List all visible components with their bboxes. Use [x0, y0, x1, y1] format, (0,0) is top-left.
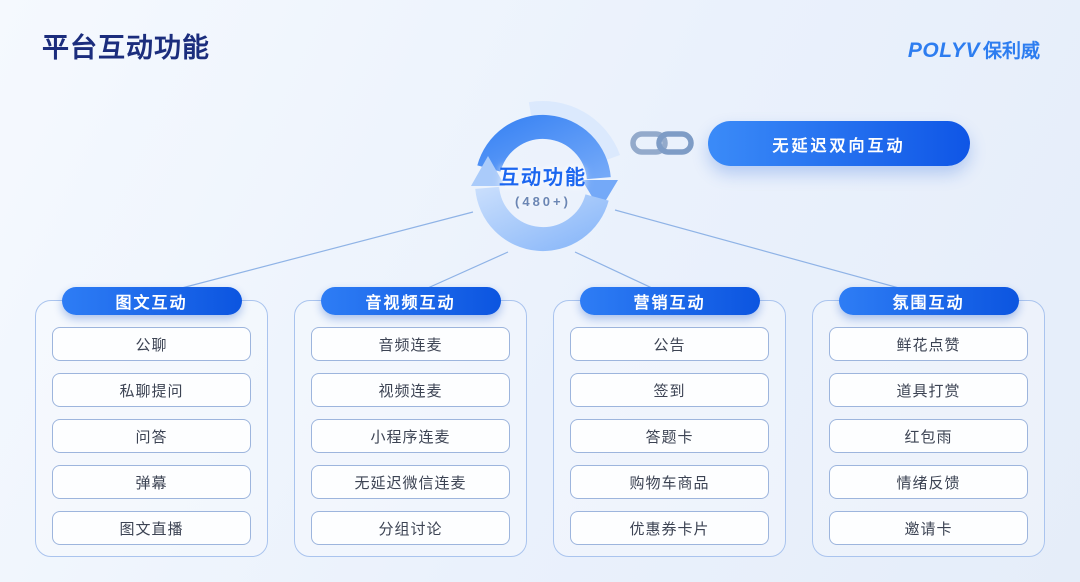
- group-header: 营销互动: [579, 287, 760, 315]
- no-delay-badge: 无延迟双向互动: [708, 121, 970, 166]
- feature-item: 音频连麦: [311, 327, 510, 361]
- group-text-interaction: 图文互动 公聊 私聊提问 问答 弹幕 图文直播: [35, 287, 268, 557]
- feature-item: 私聊提问: [52, 373, 251, 407]
- feature-item: 红包雨: [829, 419, 1028, 453]
- hub-label: 互动功能 (480+): [448, 88, 638, 278]
- group-av-interaction: 音视频互动 音频连麦 视频连麦 小程序连麦 无延迟微信连麦 分组讨论: [294, 287, 527, 557]
- circular-arrows-icon: [471, 101, 621, 252]
- feature-item: 视频连麦: [311, 373, 510, 407]
- feature-item: 图文直播: [52, 511, 251, 545]
- chain-link-icon: [630, 131, 694, 155]
- group-items: 公告 签到 答题卡 购物车商品 优惠券卡片: [570, 327, 769, 545]
- feature-item: 优惠券卡片: [570, 511, 769, 545]
- group-header: 氛围互动: [838, 287, 1019, 315]
- feature-item: 邀请卡: [829, 511, 1028, 545]
- feature-item: 答题卡: [570, 419, 769, 453]
- group-items: 音频连麦 视频连麦 小程序连麦 无延迟微信连麦 分组讨论: [311, 327, 510, 545]
- group-header: 音视频互动: [320, 287, 501, 315]
- brand-logo: POLYV 保利威: [908, 36, 1040, 63]
- feature-item: 道具打赏: [829, 373, 1028, 407]
- feature-item: 情绪反馈: [829, 465, 1028, 499]
- group-atmosphere-interaction: 氛围互动 鲜花点赞 道具打赏 红包雨 情绪反馈 邀请卡: [812, 287, 1045, 557]
- group-marketing-interaction: 营销互动 公告 签到 答题卡 购物车商品 优惠券卡片: [553, 287, 786, 557]
- feature-item: 小程序连麦: [311, 419, 510, 453]
- group-items: 公聊 私聊提问 问答 弹幕 图文直播: [52, 327, 251, 545]
- feature-item: 无延迟微信连麦: [311, 465, 510, 499]
- group-header: 图文互动: [61, 287, 242, 315]
- feature-item: 鲜花点赞: [829, 327, 1028, 361]
- feature-item: 问答: [52, 419, 251, 453]
- feature-item: 购物车商品: [570, 465, 769, 499]
- group-items: 鲜花点赞 道具打赏 红包雨 情绪反馈 邀请卡: [829, 327, 1028, 545]
- hub-count: (480+): [515, 194, 571, 209]
- hub: 互动功能 (480+): [448, 88, 638, 278]
- feature-item: 分组讨论: [311, 511, 510, 545]
- category-columns: 图文互动 公聊 私聊提问 问答 弹幕 图文直播 音视频互动 音频连麦 视频连麦 …: [35, 287, 1045, 557]
- feature-item: 公聊: [52, 327, 251, 361]
- brand-logo-latin: POLYV: [907, 39, 980, 62]
- brand-logo-cn: 保利威: [982, 41, 1040, 62]
- page-title: 平台互动功能: [42, 33, 210, 63]
- feature-item: 公告: [570, 327, 769, 361]
- hub-title: 互动功能: [499, 167, 587, 189]
- feature-item: 签到: [570, 373, 769, 407]
- feature-item: 弹幕: [52, 465, 251, 499]
